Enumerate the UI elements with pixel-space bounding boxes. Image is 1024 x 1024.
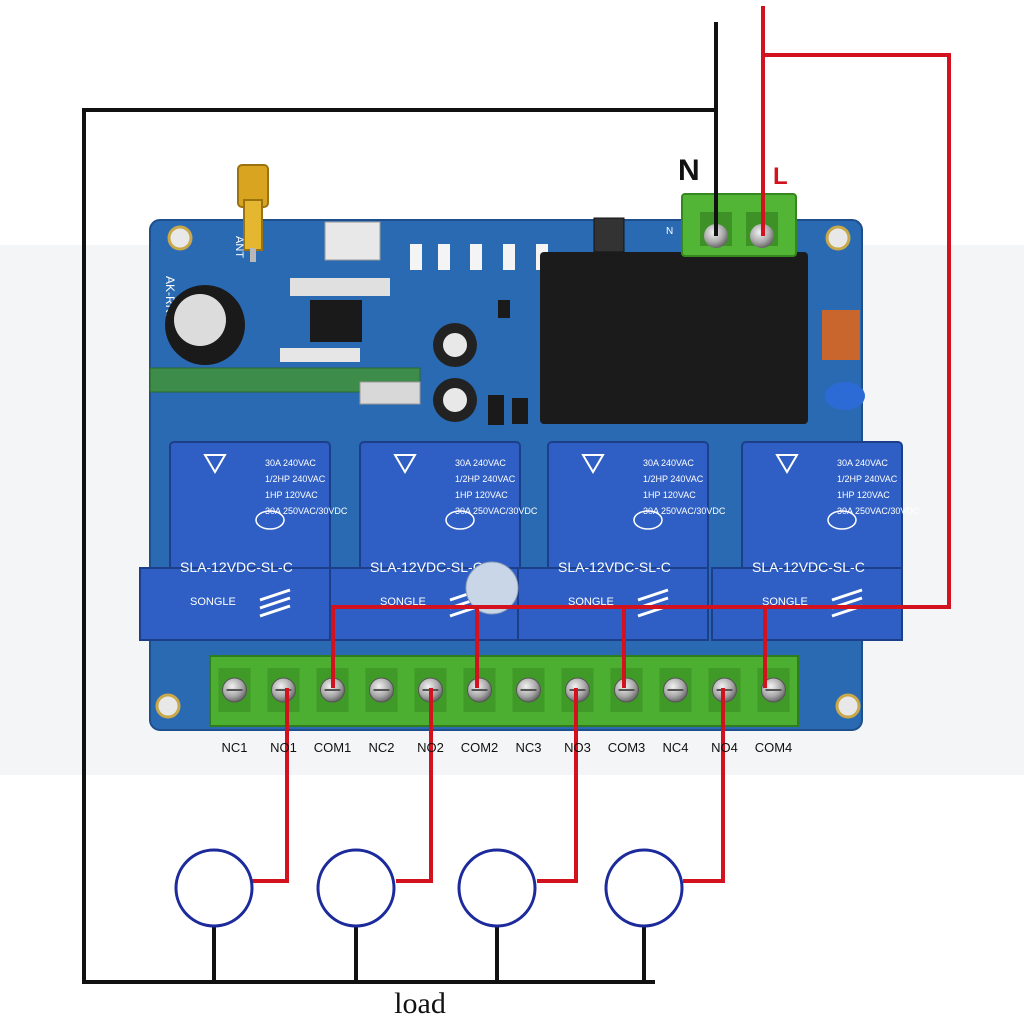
load-label: load xyxy=(394,987,446,1020)
power-supply-module xyxy=(540,252,808,424)
no3-wire xyxy=(537,688,578,883)
microcontroller-chip xyxy=(310,300,362,342)
cqc-mark-icon xyxy=(255,510,285,530)
relay-rating: 1/2HP 240VAC xyxy=(455,474,516,484)
pin-header xyxy=(280,348,360,362)
relay-rating: 30A 240VAC xyxy=(643,458,694,468)
header-strip xyxy=(290,278,390,296)
antenna-connector xyxy=(237,164,269,262)
terminal-label-nc2: NC2 xyxy=(368,740,394,755)
relay-1: 30A 240VAC 1/2HP 240VAC 1HP 120VAC 30A 250V… xyxy=(139,441,348,641)
led xyxy=(470,244,482,270)
relay-rating: 30A 240VAC xyxy=(837,458,888,468)
push-button-block xyxy=(324,221,381,261)
cqc-mark-icon xyxy=(633,510,663,530)
relay-rating: 30A 250VAC/30VDC xyxy=(455,506,538,516)
terminal-label-nc4: NC4 xyxy=(662,740,688,755)
relay-rating: 1/2HP 240VAC xyxy=(837,474,898,484)
relay-model: SLA-12VDC-SL-C xyxy=(558,559,671,575)
power-terminal-block xyxy=(681,193,797,257)
relay-rating: 30A 250VAC/30VDC xyxy=(837,506,920,516)
no1-wire xyxy=(252,688,289,883)
songle-logo-icon xyxy=(259,588,291,618)
terminal-label-com1: COM1 xyxy=(314,740,352,755)
warning-icon xyxy=(203,454,227,474)
relay-base xyxy=(711,567,903,641)
relay-rating: 1HP 120VAC xyxy=(265,490,318,500)
relay-model: SLA-12VDC-SL-C xyxy=(180,559,293,575)
cqc-mark-icon xyxy=(827,510,857,530)
terminal-label-com3: COM3 xyxy=(608,740,646,755)
fuse-capacitor xyxy=(825,382,865,410)
relay-rating: 30A 240VAC xyxy=(455,458,506,468)
load-1 xyxy=(174,848,254,928)
relay-4: 30A 240VAC 1/2HP 240VAC 1HP 120VAC 30A 250V… xyxy=(711,441,920,641)
wiring xyxy=(82,6,951,984)
neutral-label: N xyxy=(678,154,700,187)
terminal-label-nc3: NC3 xyxy=(515,740,541,755)
led xyxy=(410,244,422,270)
antenna-label: ANT xyxy=(233,236,245,258)
relay-rating: 1/2HP 240VAC xyxy=(643,474,704,484)
terminal-label-no1: NO1 xyxy=(270,740,297,755)
load-2 xyxy=(316,848,396,928)
crystal xyxy=(359,381,421,405)
terminal-label-com2: COM2 xyxy=(461,740,499,755)
warning-icon xyxy=(581,454,605,474)
relay-rating: 1/2HP 240VAC xyxy=(265,474,326,484)
terminal-block xyxy=(209,655,799,727)
line-label: L xyxy=(773,163,788,190)
relay-rating: 1HP 120VAC xyxy=(643,490,696,500)
terminal-label-com4: COM4 xyxy=(755,740,793,755)
no4-wire xyxy=(683,688,725,883)
terminal-label-no4: NO4 xyxy=(711,740,738,755)
buzzer-label xyxy=(174,294,226,346)
warning-icon xyxy=(393,454,417,474)
line-bus-wire xyxy=(331,53,951,688)
relay-3: 30A 240VAC 1/2HP 240VAC 1HP 120VAC 30A 250V… xyxy=(517,441,726,641)
cqc-mark-icon xyxy=(445,510,475,530)
terminal-label-no2: NO2 xyxy=(417,740,444,755)
no2-wire xyxy=(396,688,433,883)
relay-rating: 1HP 120VAC xyxy=(455,490,508,500)
relay-model: SLA-12VDC-SL-C xyxy=(370,559,483,575)
mounting-hole xyxy=(155,693,181,719)
mounting-hole xyxy=(835,693,861,719)
relay-rating: 30A 250VAC/30VDC xyxy=(643,506,726,516)
terminal-label-no3: NO3 xyxy=(564,740,591,755)
relay-rating: 1HP 120VAC xyxy=(837,490,890,500)
neutral-wire xyxy=(82,22,718,984)
relay-rating: 30A 250VAC/30VDC xyxy=(265,506,348,516)
relays: 30A 240VAC 1/2HP 240VAC 1HP 120VAC 30A 250V… xyxy=(139,441,920,641)
relay-2: 30A 240VAC 1/2HP 240VAC 1HP 120VAC 30A 250V… xyxy=(329,441,538,641)
relay-base xyxy=(517,567,709,641)
load-4 xyxy=(604,848,684,928)
power-terminal-label: N xyxy=(666,226,673,237)
mounting-hole xyxy=(167,225,193,251)
relay-model: SLA-12VDC-SL-C xyxy=(752,559,865,575)
led xyxy=(438,244,450,270)
led xyxy=(503,244,515,270)
hologram-sticker xyxy=(465,561,519,615)
warning-icon xyxy=(775,454,799,474)
terminal-label-nc1: NC1 xyxy=(221,740,247,755)
loads xyxy=(174,848,684,928)
output-terminal-strip xyxy=(209,655,799,727)
control-board: ANT AK-RK380 xyxy=(139,164,920,731)
relay-brand: SONGLE xyxy=(190,596,236,608)
load-3 xyxy=(457,848,537,928)
mounting-hole xyxy=(825,225,851,251)
varistor xyxy=(822,310,860,360)
relay-rating: 30A 240VAC xyxy=(265,458,316,468)
learn-button xyxy=(593,217,625,253)
